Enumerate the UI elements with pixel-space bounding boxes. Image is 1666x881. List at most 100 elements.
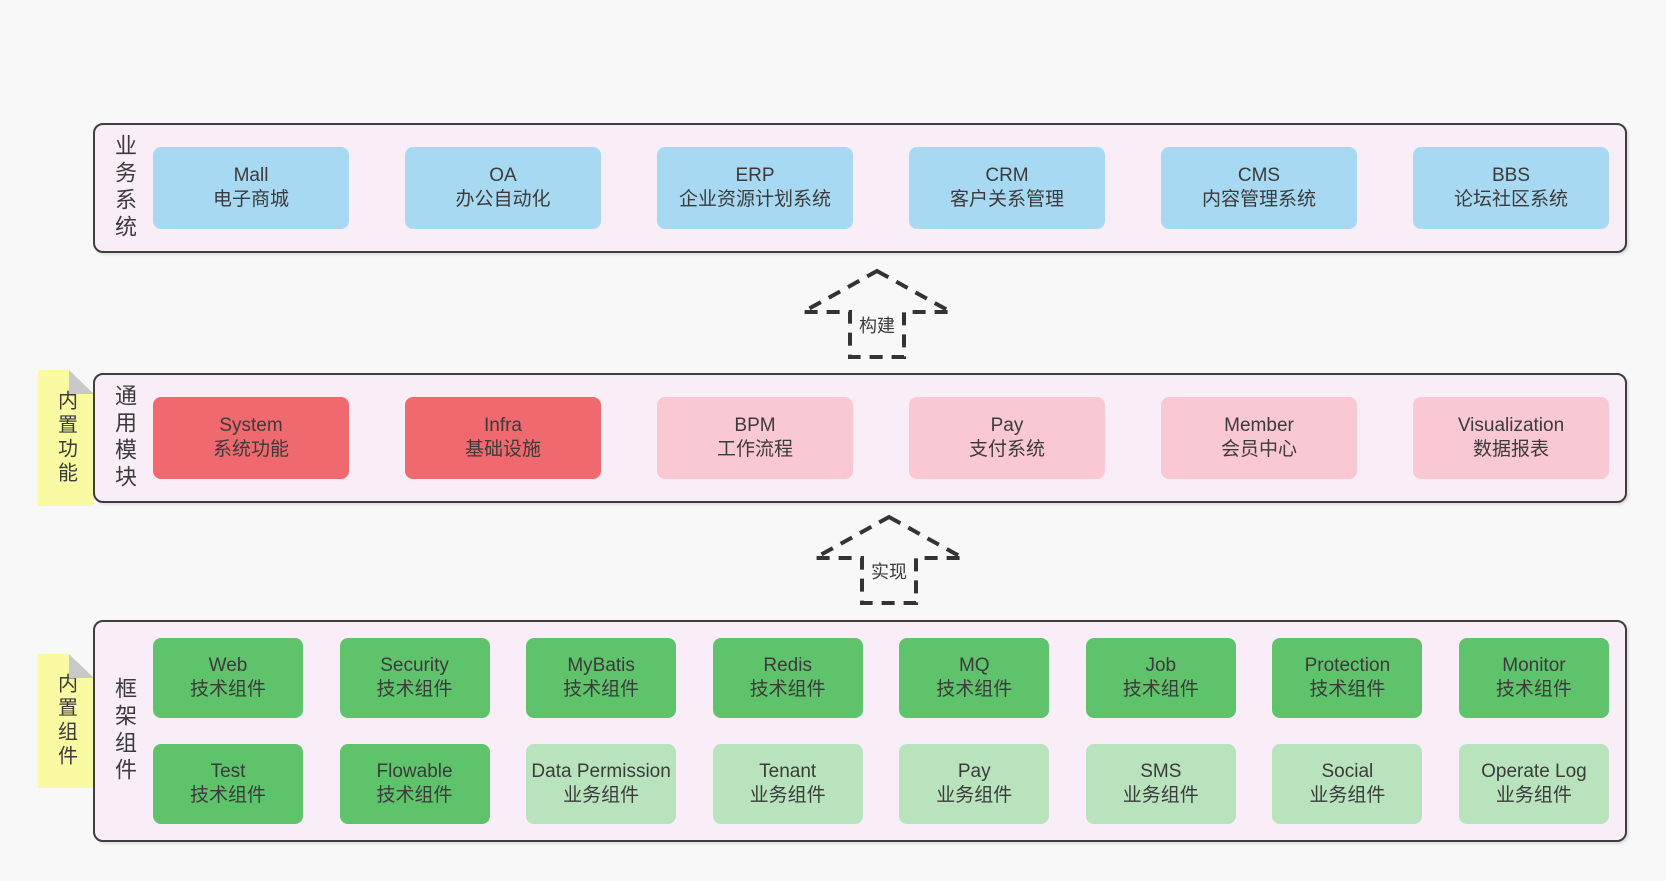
box-title: Web bbox=[208, 655, 248, 677]
box-mall: Mall 电子商城 bbox=[153, 147, 349, 229]
box-title: Redis bbox=[763, 655, 812, 677]
row-tech-components: Web 技术组件 Security 技术组件 MyBatis 技术组件 Redi… bbox=[153, 638, 1609, 718]
box-subtitle: 业务组件 bbox=[563, 785, 640, 806]
box-title: BPM bbox=[734, 415, 776, 437]
box-title: System bbox=[219, 415, 283, 437]
box-security: Security 技术组件 bbox=[339, 638, 490, 718]
box-subtitle: 技术组件 bbox=[1495, 679, 1572, 700]
box-title: Infra bbox=[483, 415, 523, 437]
box-web: Web 技术组件 bbox=[153, 638, 303, 718]
arrow-label: 实现 bbox=[868, 558, 910, 584]
box-title: CMS bbox=[1237, 165, 1281, 187]
tab-built-in-components: 内置组件 bbox=[38, 654, 94, 788]
box-tenant: Tenant 业务组件 bbox=[712, 744, 863, 824]
folded-corner-icon bbox=[69, 654, 94, 678]
tab-label: 内置功能 bbox=[54, 390, 77, 486]
box-subtitle: 技术组件 bbox=[749, 679, 826, 700]
box-subtitle: 业务组件 bbox=[1122, 785, 1199, 806]
box-monitor: Monitor 技术组件 bbox=[1458, 638, 1609, 718]
box-subtitle: 数据报表 bbox=[1472, 439, 1549, 460]
box-title: Protection bbox=[1304, 655, 1391, 677]
box-subtitle: 办公自动化 bbox=[455, 189, 551, 210]
box-title: CRM bbox=[985, 165, 1029, 187]
layer-label-business-systems: 业务系统 bbox=[112, 134, 137, 242]
box-member: Member 会员中心 bbox=[1161, 397, 1357, 479]
arrow-label: 构建 bbox=[856, 312, 898, 338]
box-subtitle: 系统功能 bbox=[212, 439, 289, 460]
box-mq: MQ 技术组件 bbox=[899, 638, 1050, 718]
box-title: OA bbox=[489, 165, 517, 187]
box-subtitle: 技术组件 bbox=[376, 785, 453, 806]
box-title: Visualization bbox=[1457, 415, 1565, 437]
box-job: Job 技术组件 bbox=[1085, 638, 1236, 718]
box-title: Mall bbox=[233, 165, 269, 187]
box-subtitle: 支付系统 bbox=[968, 439, 1045, 460]
box-pay: Pay 支付系统 bbox=[909, 397, 1105, 479]
box-data-permission: Data Permission 业务组件 bbox=[526, 744, 677, 824]
box-redis: Redis 技术组件 bbox=[712, 638, 863, 718]
box-title: ERP bbox=[735, 165, 775, 187]
box-subtitle: 客户关系管理 bbox=[949, 189, 1064, 210]
box-crm: CRM 客户关系管理 bbox=[909, 147, 1105, 229]
box-subtitle: 工作流程 bbox=[716, 439, 793, 460]
box-test: Test 技术组件 bbox=[153, 744, 303, 824]
folded-corner-icon bbox=[69, 370, 94, 394]
box-bpm: BPM 工作流程 bbox=[657, 397, 853, 479]
box-title: SMS bbox=[1140, 761, 1182, 783]
box-subtitle: 企业资源计划系统 bbox=[678, 189, 831, 210]
box-pay-business: Pay 业务组件 bbox=[899, 744, 1050, 824]
panel-framework-components: 框架组件 Web 技术组件 Security 技术组件 MyBatis 技术组件… bbox=[93, 620, 1627, 842]
row-common-modules: System 系统功能 Infra 基础设施 BPM 工作流程 Pay 支付系统… bbox=[153, 397, 1609, 479]
box-subtitle: 技术组件 bbox=[376, 679, 453, 700]
box-title: Job bbox=[1145, 655, 1177, 677]
box-subtitle: 技术组件 bbox=[1122, 679, 1199, 700]
box-erp: ERP 企业资源计划系统 bbox=[657, 147, 853, 229]
box-infra: Infra 基础设施 bbox=[405, 397, 601, 479]
box-title: Tenant bbox=[759, 761, 817, 783]
box-subtitle: 技术组件 bbox=[936, 679, 1013, 700]
box-subtitle: 业务组件 bbox=[1495, 785, 1572, 806]
box-subtitle: 基础设施 bbox=[464, 439, 541, 460]
box-title: MyBatis bbox=[567, 655, 635, 677]
panel-business-systems: 业务系统 Mall 电子商城 OA 办公自动化 ERP 企业资源计划系统 CRM… bbox=[93, 123, 1627, 253]
arrow-up-icon bbox=[797, 268, 957, 359]
box-subtitle: 技术组件 bbox=[189, 785, 266, 806]
box-oa: OA 办公自动化 bbox=[405, 147, 601, 229]
box-flowable: Flowable 技术组件 bbox=[339, 744, 490, 824]
box-subtitle: 技术组件 bbox=[563, 679, 640, 700]
box-bbs: BBS 论坛社区系统 bbox=[1413, 147, 1609, 229]
arrow-implement: 实现 bbox=[809, 514, 969, 606]
box-subtitle: 业务组件 bbox=[749, 785, 826, 806]
row-business-components: Test 技术组件 Flowable 技术组件 Data Permission … bbox=[153, 744, 1609, 824]
arrow-build: 构建 bbox=[797, 268, 957, 360]
box-operate-log: Operate Log 业务组件 bbox=[1458, 744, 1609, 824]
box-title: MQ bbox=[958, 655, 990, 677]
box-subtitle: 论坛社区系统 bbox=[1453, 189, 1568, 210]
box-title: Operate Log bbox=[1481, 761, 1587, 783]
box-social: Social 业务组件 bbox=[1272, 744, 1423, 824]
box-title: Pay bbox=[957, 761, 991, 783]
box-subtitle: 业务组件 bbox=[1309, 785, 1386, 806]
box-title: Security bbox=[380, 655, 449, 677]
tab-label: 内置组件 bbox=[54, 673, 77, 769]
box-title: Monitor bbox=[1502, 655, 1566, 677]
box-title: Pay bbox=[990, 415, 1024, 437]
row-business-systems: Mall 电子商城 OA 办公自动化 ERP 企业资源计划系统 CRM 客户关系… bbox=[153, 147, 1609, 229]
box-subtitle: 内容管理系统 bbox=[1201, 189, 1316, 210]
box-sms: SMS 业务组件 bbox=[1085, 744, 1236, 824]
box-title: Flowable bbox=[376, 761, 453, 783]
box-protection: Protection 技术组件 bbox=[1272, 638, 1423, 718]
box-title: Social bbox=[1321, 761, 1374, 783]
box-title: Data Permission bbox=[531, 761, 671, 783]
tab-built-in-features: 内置功能 bbox=[38, 370, 94, 506]
layer-label-framework-components: 框架组件 bbox=[112, 677, 137, 785]
box-subtitle: 电子商城 bbox=[212, 189, 289, 210]
layer-label-common-modules: 通用模块 bbox=[112, 384, 137, 492]
box-mybatis: MyBatis 技术组件 bbox=[526, 638, 677, 718]
box-subtitle: 会员中心 bbox=[1220, 439, 1297, 460]
box-title: BBS bbox=[1491, 165, 1531, 187]
box-subtitle: 技术组件 bbox=[189, 679, 266, 700]
box-title: Member bbox=[1224, 415, 1294, 437]
box-subtitle: 技术组件 bbox=[1309, 679, 1386, 700]
arrow-up-icon bbox=[809, 514, 969, 605]
